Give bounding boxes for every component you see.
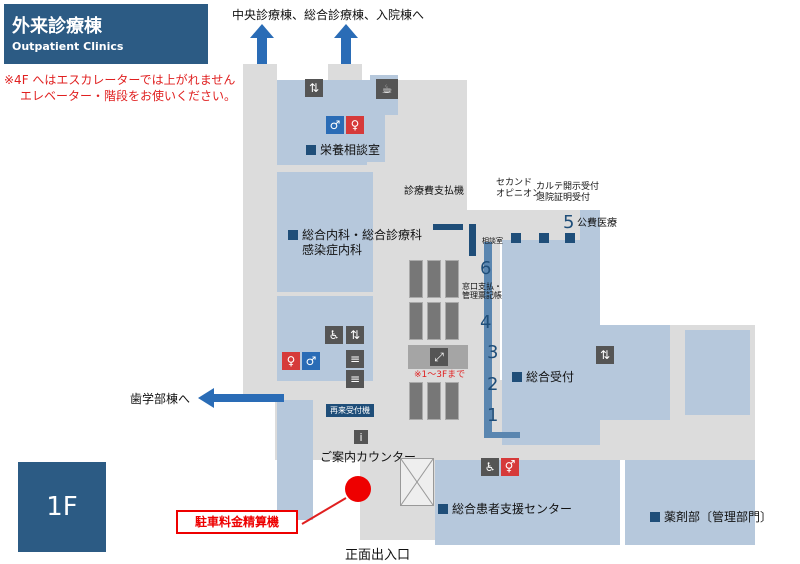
pharmacy-label: 薬剤部〔管理部門〕 xyxy=(650,508,772,525)
payment-machine-label: 診療費支払機 xyxy=(404,186,464,197)
room-marker xyxy=(288,230,298,240)
counter-number-2: 2 xyxy=(487,374,499,395)
corridor-north-left xyxy=(243,64,277,400)
room-support xyxy=(435,460,620,545)
parking-payment-marker xyxy=(345,476,371,502)
parking-pointer-line xyxy=(300,496,350,530)
second-opinion-booth xyxy=(511,233,521,243)
room-marker xyxy=(306,145,316,155)
seat-block xyxy=(409,260,423,298)
seat-block xyxy=(445,382,459,420)
second-opinion-label: セカンド オピニオン xyxy=(496,178,542,199)
info-counter-label: ご案内カウンター xyxy=(320,450,417,464)
escalator-notice: ※4F へはエスカレーターでは上がれません エレベーター・階段をお使いください。 xyxy=(4,73,237,103)
floor-badge: 1F xyxy=(18,462,106,552)
internal-medicine-label: 総合内科・総合診療科 感染症内科 xyxy=(288,228,422,258)
seat-block xyxy=(409,302,423,340)
public-medicine-label: 公費医療 xyxy=(577,218,617,229)
seat-block xyxy=(427,260,441,298)
room-reception-2 xyxy=(580,210,600,240)
entrance-door xyxy=(400,458,434,506)
restroom-male-icon: ♂ xyxy=(302,352,320,370)
support-center-label: 総合患者支援センター xyxy=(438,500,572,517)
reception-counter-base xyxy=(484,432,520,438)
consult-room-label: 相談室 xyxy=(482,237,503,245)
arrow-up-icon xyxy=(334,24,358,68)
parking-payment-label: 駐車料金精算機 xyxy=(176,510,298,534)
west-direction-label: 歯学部棟へ xyxy=(130,392,191,406)
restroom-accessible-icon: ⚥ xyxy=(501,458,519,476)
counter-number-5: 5 xyxy=(563,212,575,233)
reception-counter xyxy=(484,242,492,437)
seat-block xyxy=(409,382,423,420)
counter-number-1: 1 xyxy=(487,405,499,426)
arrow-up-icon xyxy=(250,24,274,68)
entrance-label: 正面出入口 xyxy=(345,548,411,563)
room-east-wing xyxy=(595,325,670,420)
room-west-lower xyxy=(277,400,313,520)
room-marker xyxy=(438,504,448,514)
elevator-icon: ⇅ xyxy=(305,79,323,97)
revisit-machine-label: 再来受付機 xyxy=(326,404,374,417)
reception-label: 総合受付 xyxy=(512,368,574,385)
window-payment-label: 窓口支払・ 管理票記帳 xyxy=(462,282,502,300)
north-direction-label: 中央診療棟、総合診療棟、入院棟へ xyxy=(232,8,425,22)
elevator-icon: ⇅ xyxy=(346,326,364,344)
cafe-icon: ☕ xyxy=(376,79,398,99)
room-marker xyxy=(512,372,522,382)
seat-block xyxy=(445,302,459,340)
escalator-note: ※1～3Fまで xyxy=(414,370,466,380)
room-east-right xyxy=(685,330,750,415)
public-medicine-booth xyxy=(565,233,575,243)
room-pharmacy xyxy=(625,460,755,545)
payment-machine-bar xyxy=(433,224,463,230)
floor-label: 1F xyxy=(46,492,78,522)
seat-block xyxy=(427,382,441,420)
restroom-female-icon: ♀ xyxy=(346,116,364,134)
room-reception xyxy=(502,240,600,445)
nutrition-room-label: 栄養相談室 xyxy=(306,141,380,158)
room-marker xyxy=(650,512,660,522)
page-subtitle: Outpatient Clinics xyxy=(12,40,124,53)
counter-number-3: 3 xyxy=(487,342,499,363)
escalator-icon: ⤢ xyxy=(430,348,448,366)
arrow-left-icon xyxy=(198,388,284,412)
stairs-icon: ≡ xyxy=(346,350,364,368)
page-title: 外来診療棟 xyxy=(12,16,102,37)
restroom-male-icon: ♂ xyxy=(326,116,344,134)
chart-disclosure-label: カルテ開示受付 退院証明受付 xyxy=(536,182,600,203)
accessible-icon: ♿ xyxy=(481,458,499,476)
restroom-female-icon: ♀ xyxy=(282,352,300,370)
payment-machine-bar-v xyxy=(469,224,476,256)
accessible-icon: ♿ xyxy=(325,326,343,344)
counter-number-4: 4 xyxy=(480,312,492,333)
elevator-icon: ⇅ xyxy=(596,346,614,364)
chart-disclosure-booth xyxy=(539,233,549,243)
header-banner: 外来診療棟 Outpatient Clinics xyxy=(4,4,208,64)
counter-number-6: 6 xyxy=(480,258,492,279)
stairs-icon: ≡ xyxy=(346,370,364,388)
info-icon: i xyxy=(354,430,368,444)
seat-block xyxy=(445,260,459,298)
seat-block xyxy=(427,302,441,340)
